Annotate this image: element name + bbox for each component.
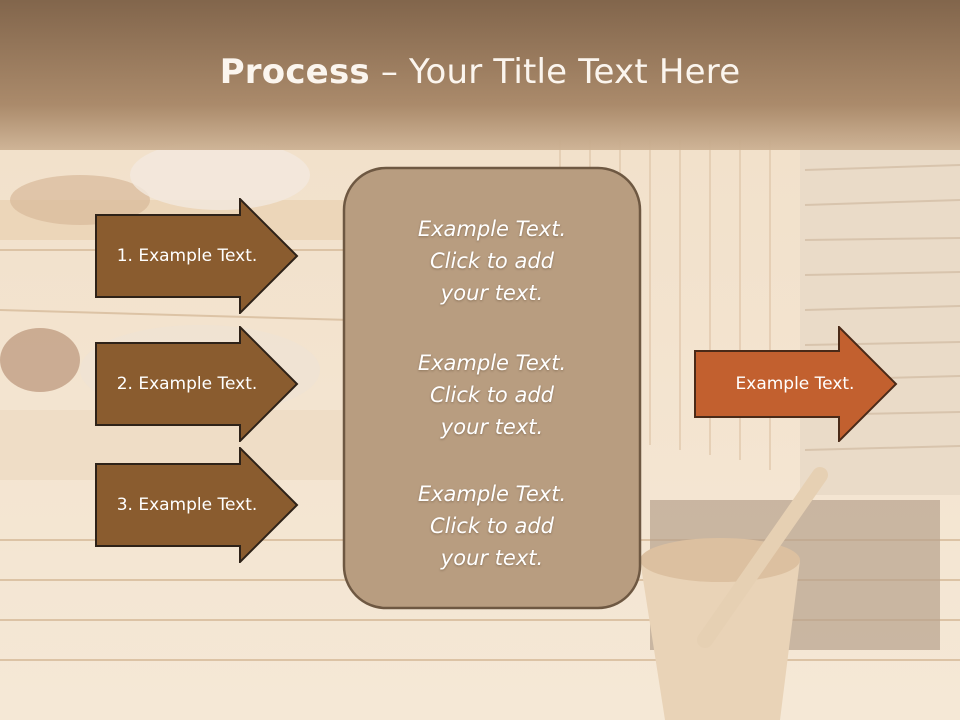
- panel-text-line: Example Text.: [417, 217, 567, 241]
- panel-text-line: your text.: [440, 281, 544, 305]
- result-arrow-shape: [694, 326, 898, 442]
- center-panel[interactable]: [342, 166, 642, 610]
- step-arrow-2-shape: [95, 326, 299, 442]
- panel-text-line: Click to add: [429, 383, 554, 407]
- step-arrow-3-label: 3. Example Text.: [116, 495, 258, 515]
- result-arrow[interactable]: Example Text.: [694, 326, 898, 442]
- panel-text-block-2[interactable]: Example Text. Click to add your text.: [346, 347, 638, 443]
- step-arrow-1[interactable]: 1. Example Text.: [95, 198, 299, 314]
- panel-text-line: your text.: [440, 415, 544, 439]
- panel-text-line: your text.: [440, 546, 544, 570]
- step-arrow-1-label: 1. Example Text.: [116, 246, 258, 266]
- panel-text-line: Example Text.: [417, 351, 567, 375]
- panel-text-block-3[interactable]: Example Text. Click to add your text.: [346, 478, 638, 574]
- slide-title: Process – Your Title Text Here: [0, 52, 960, 92]
- step-arrow-3-shape: [95, 447, 299, 563]
- panel-text-line: Example Text.: [417, 482, 567, 506]
- result-arrow-label: Example Text.: [735, 374, 855, 394]
- step-arrow-2-label: 2. Example Text.: [116, 374, 258, 394]
- panel-text-line: Click to add: [429, 514, 554, 538]
- title-rest: – Your Title Text Here: [369, 52, 741, 92]
- title-bold: Process: [219, 52, 370, 92]
- panel-text-block-1[interactable]: Example Text. Click to add your text.: [346, 213, 638, 309]
- step-arrow-1-shape: [95, 198, 299, 314]
- step-arrow-3[interactable]: 3. Example Text.: [95, 447, 299, 563]
- step-arrow-2[interactable]: 2. Example Text.: [95, 326, 299, 442]
- panel-text-line: Click to add: [429, 249, 554, 273]
